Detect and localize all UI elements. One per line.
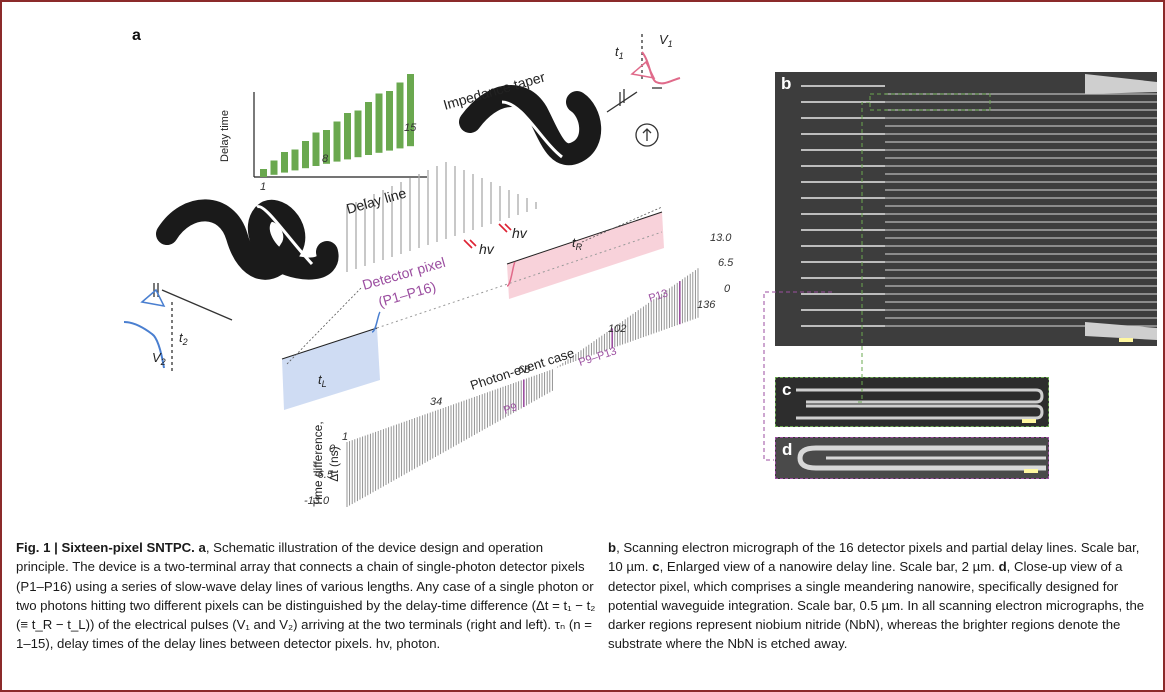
t1-label: t1 bbox=[615, 44, 624, 61]
t2-label: t2 bbox=[179, 330, 188, 347]
caption-a-bold: a bbox=[198, 540, 206, 555]
delay-bar bbox=[312, 132, 320, 166]
left-terminal-circuit bbox=[153, 283, 233, 372]
scale-bar-c bbox=[1022, 419, 1036, 423]
tL-line bbox=[281, 327, 378, 360]
tR-label: tR bbox=[572, 235, 583, 252]
sem-panel-d: d bbox=[775, 437, 1049, 479]
serpentine-inner bbox=[256, 100, 563, 266]
v1-triangle bbox=[630, 60, 656, 80]
delay-bar bbox=[302, 141, 309, 169]
delay-bar bbox=[344, 113, 351, 160]
scale-bar-b bbox=[1119, 338, 1133, 342]
blue-pulse-edge bbox=[371, 311, 381, 333]
pink-pulse-edge bbox=[506, 261, 516, 287]
sem-c-lines bbox=[776, 378, 1048, 426]
sem-panel-c: c bbox=[775, 377, 1049, 427]
delay-line-label: Delay line bbox=[344, 184, 408, 216]
hv-label-2: hv bbox=[512, 225, 528, 241]
delay-bar bbox=[354, 110, 362, 158]
tR-line bbox=[506, 211, 663, 265]
v1-label: V1 bbox=[659, 32, 673, 49]
panel-c-label: c bbox=[782, 380, 792, 399]
sem-d-lines bbox=[776, 438, 1048, 478]
case-tick-136: 136 bbox=[697, 299, 716, 311]
caption-c-text: , Enlarged view of a nanowire delay line… bbox=[659, 559, 995, 575]
delay-bar bbox=[386, 91, 393, 151]
tL-label: tL bbox=[318, 372, 327, 389]
caption-b-bold: b bbox=[608, 540, 617, 555]
left-tick-0: 0 bbox=[329, 443, 336, 455]
left-tick-65: -6.5 bbox=[314, 469, 334, 481]
v2-label: V2 bbox=[152, 350, 166, 367]
case-tick-68: 68 bbox=[518, 364, 531, 376]
delay-bar bbox=[407, 74, 414, 147]
p13-label: P13 bbox=[647, 287, 669, 304]
photon-arrow-1 bbox=[463, 239, 477, 249]
panel-d-label: d bbox=[782, 440, 793, 459]
delay-axis-label: Delay time bbox=[219, 110, 231, 162]
photon-event-bars bbox=[346, 268, 699, 507]
case-tick-1: 1 bbox=[342, 431, 348, 443]
delay-bars bbox=[260, 74, 414, 177]
delay-bar bbox=[260, 169, 267, 177]
delay-bar bbox=[270, 160, 278, 175]
v1-pulse bbox=[641, 51, 681, 85]
mid-line bbox=[376, 231, 663, 329]
right-tick-65: 6.5 bbox=[718, 257, 734, 269]
delay-tick-8: 8 bbox=[322, 153, 329, 165]
caption-c-bold: c bbox=[652, 559, 660, 575]
delay-tick-1: 1 bbox=[260, 181, 266, 193]
caption-a-text: , Schematic illustration of the device d… bbox=[16, 540, 596, 652]
caption-fig-label: Fig. 1 | Sixteen-pixel SNTPC. bbox=[16, 540, 195, 555]
p9-label: P9 bbox=[502, 401, 519, 417]
time-diff-axis-line2: Δt (ns) bbox=[327, 446, 341, 481]
tL-band bbox=[282, 328, 380, 410]
panel-a-label: a bbox=[132, 27, 141, 44]
delay-time-chart: Delay time 1 8 15 bbox=[219, 74, 427, 193]
sem-b-lines bbox=[775, 72, 1157, 346]
delay-tick-15: 15 bbox=[404, 122, 417, 134]
caption-d-text: , Close-up view of a detector pixel, whi… bbox=[608, 559, 1145, 652]
delay-line-fan bbox=[346, 162, 537, 272]
v2-triangle bbox=[140, 288, 166, 308]
right-tick-130: 13.0 bbox=[710, 232, 732, 244]
v2-pulse bbox=[123, 321, 165, 369]
case-tick-102: 102 bbox=[608, 323, 626, 335]
caption-b-text: , Scanning electron micrograph of the 16… bbox=[608, 540, 1140, 575]
delay-bar bbox=[291, 149, 299, 171]
panel-a-svg: a Delay time 1 8 15 bbox=[123, 27, 734, 507]
caption-left: Fig. 1 | Sixteen-pixel SNTPC. a, Schemat… bbox=[16, 538, 596, 654]
panel-a: a Delay time 1 8 15 bbox=[2, 2, 762, 522]
delay-bar bbox=[375, 93, 383, 153]
right-tick-0: 0 bbox=[724, 283, 731, 295]
delay-bar bbox=[323, 130, 330, 164]
scale-bar-d bbox=[1024, 469, 1038, 473]
left-tick-130: -13.0 bbox=[304, 495, 330, 507]
zoom-dash-lines bbox=[286, 206, 663, 365]
delay-line-serpentine bbox=[156, 85, 602, 280]
panel-connectors bbox=[763, 102, 872, 461]
time-diff-axis-line1: Time difference, bbox=[311, 421, 325, 506]
right-terminal-circuit bbox=[606, 34, 662, 147]
photon-arrow-2 bbox=[498, 223, 512, 233]
caption-right: b, Scanning electron micrograph of the 1… bbox=[608, 538, 1153, 654]
panel-b-label: b bbox=[781, 74, 792, 93]
tR-band bbox=[507, 212, 664, 299]
case-tick-34: 34 bbox=[430, 396, 442, 408]
hv-label-1: hv bbox=[479, 241, 495, 257]
caption-d-bold: d bbox=[998, 559, 1007, 575]
delay-bar bbox=[333, 121, 341, 162]
sem-panel-b: b bbox=[775, 72, 1157, 346]
delay-bar bbox=[365, 102, 372, 155]
delay-bar bbox=[281, 152, 288, 173]
delay-bar bbox=[396, 82, 404, 149]
